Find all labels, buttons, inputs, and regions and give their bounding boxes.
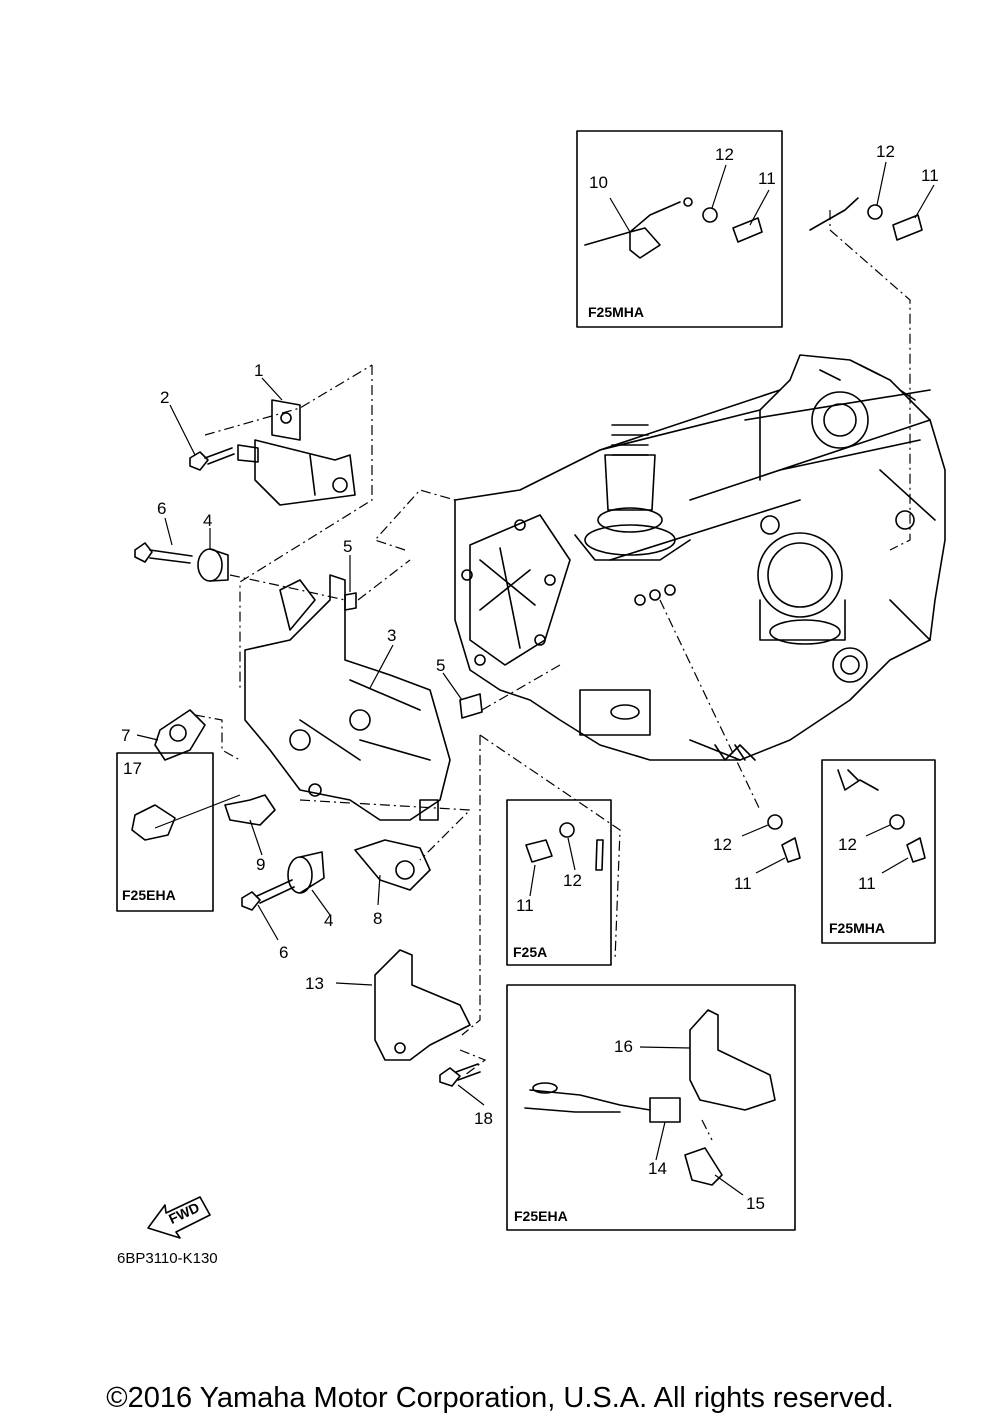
terminal-f25a bbox=[595, 839, 604, 871]
callout-11-top-box: 11 bbox=[758, 169, 776, 188]
terminals-right-box bbox=[837, 769, 879, 791]
callout-3: 3 bbox=[387, 626, 397, 645]
callout-4-lower: 4 bbox=[324, 911, 334, 930]
callout-13: 13 bbox=[305, 974, 324, 993]
engine-block bbox=[454, 354, 946, 761]
part-12-washer-right bbox=[767, 814, 783, 830]
box-f25eha-bottom bbox=[506, 984, 796, 1231]
part-16-bracket bbox=[689, 1009, 776, 1111]
diagram-code: 6BP3110-K130 bbox=[117, 1250, 218, 1267]
callout-12-top-box: 12 bbox=[715, 145, 734, 164]
callout-11-right-box: 11 bbox=[858, 874, 876, 893]
callout-5-lower: 5 bbox=[436, 656, 446, 675]
box-label-f25mha-top: F25MHA bbox=[588, 304, 645, 320]
callout-5-upper: 5 bbox=[343, 537, 353, 556]
part-5-collar-lower bbox=[459, 693, 483, 719]
box-label-f25mha-right: F25MHA bbox=[829, 920, 886, 936]
callout-18: 18 bbox=[474, 1109, 493, 1128]
callout-7: 7 bbox=[121, 726, 131, 745]
part-11-bolt-top-right bbox=[892, 214, 923, 241]
callout-11-f25a: 11 bbox=[516, 896, 534, 915]
part-12-washer-top-box bbox=[702, 207, 718, 223]
callout-8: 8 bbox=[373, 909, 383, 928]
callout-6-upper: 6 bbox=[157, 499, 167, 518]
part-11-bolt-top-box bbox=[732, 217, 763, 243]
callout-2: 2 bbox=[160, 388, 170, 407]
callout-6-lower: 6 bbox=[279, 943, 289, 962]
part-12-washer-f25a bbox=[559, 822, 575, 838]
box-f25mha-top bbox=[576, 130, 783, 328]
part-4-grommet-upper bbox=[197, 548, 229, 582]
callout-11-right: 11 bbox=[734, 874, 752, 893]
box-f25a bbox=[506, 799, 612, 966]
part-3-bracket bbox=[244, 574, 451, 821]
box-f25mha-right bbox=[821, 759, 936, 944]
part-10-cable bbox=[584, 197, 693, 259]
part-6-bolt-upper bbox=[134, 542, 193, 564]
callout-11-top-right: 11 bbox=[921, 166, 939, 185]
part-12-washer-top-right bbox=[867, 204, 883, 220]
part-11-bolt-f25a bbox=[525, 839, 553, 863]
fwd-arrow bbox=[147, 1196, 211, 1239]
callout-9: 9 bbox=[256, 855, 266, 874]
callout-4-upper: 4 bbox=[203, 511, 213, 530]
part-15-cap bbox=[684, 1147, 723, 1186]
part-9-holder bbox=[224, 794, 276, 826]
callout-12-right: 12 bbox=[713, 835, 732, 854]
callout-1: 1 bbox=[254, 361, 264, 380]
part-1-module bbox=[237, 399, 356, 506]
part-5-collar-upper bbox=[344, 592, 357, 611]
part-14-sensor bbox=[524, 1082, 681, 1123]
callout-15: 15 bbox=[746, 1194, 765, 1213]
part-13-bracket bbox=[374, 949, 471, 1061]
box-label-f25a: F25A bbox=[513, 944, 548, 960]
part-18-bolt bbox=[439, 1063, 481, 1087]
part-11-bolt-right-box bbox=[906, 837, 926, 863]
part-7-clamp bbox=[154, 709, 206, 761]
part-4-grommet-lower bbox=[287, 851, 325, 894]
cable-terminal-top-right bbox=[809, 197, 859, 231]
part-2-bolt bbox=[189, 447, 235, 471]
callout-12-top-right: 12 bbox=[876, 142, 895, 161]
callout-17: 17 bbox=[123, 759, 142, 778]
part-6-bolt-lower bbox=[241, 879, 295, 911]
part-17-clip bbox=[131, 804, 176, 841]
box-f25eha-left bbox=[116, 752, 214, 912]
box-label-f25eha-left: F25EHA bbox=[122, 887, 176, 903]
callout-16: 16 bbox=[614, 1037, 633, 1056]
callout-14: 14 bbox=[648, 1159, 667, 1178]
part-12-washer-right-box bbox=[889, 814, 905, 830]
part-8-clamp bbox=[354, 839, 431, 891]
callout-12-right-box: 12 bbox=[838, 835, 857, 854]
callout-12-f25a: 12 bbox=[563, 871, 582, 890]
copyright-notice: ©2016 Yamaha Motor Corporation, U.S.A. A… bbox=[106, 1382, 894, 1414]
callout-10: 10 bbox=[589, 173, 608, 192]
box-label-f25eha-bottom: F25EHA bbox=[514, 1208, 568, 1224]
part-11-bolt-right bbox=[781, 837, 801, 863]
